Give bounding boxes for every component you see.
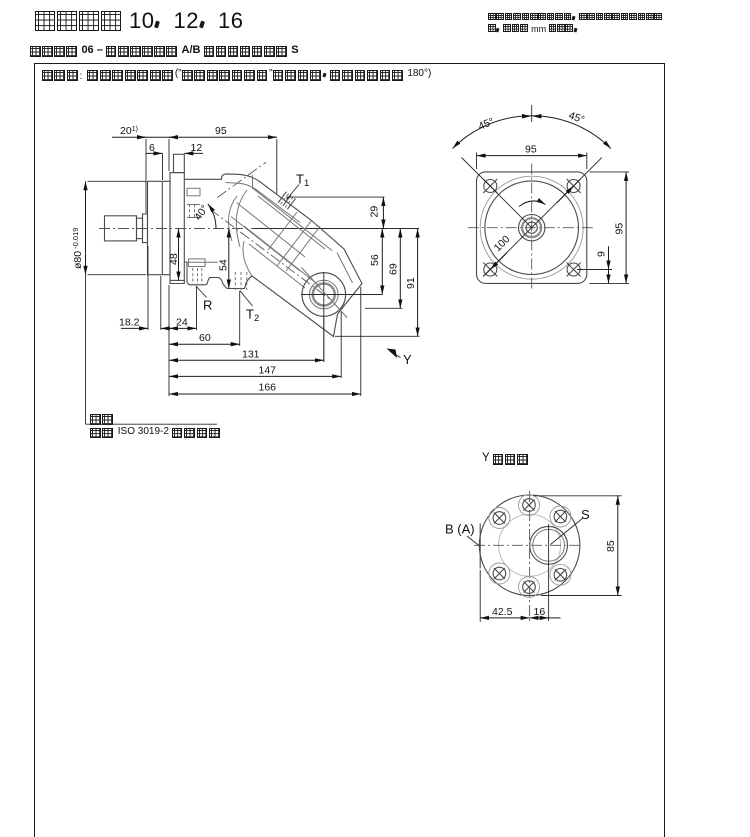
svg-text:9: 9 <box>596 251 608 257</box>
svg-text:69: 69 <box>388 263 400 275</box>
svg-text:201): 201) <box>120 125 138 137</box>
svg-text:100: 100 <box>492 233 513 254</box>
svg-text:166: 166 <box>259 382 277 394</box>
svg-text:6: 6 <box>149 142 155 154</box>
svg-text:40°: 40° <box>192 203 211 223</box>
svg-text:24: 24 <box>176 316 188 328</box>
svg-text:54: 54 <box>218 259 230 271</box>
svg-text:91: 91 <box>405 277 417 289</box>
svg-text:95: 95 <box>215 125 227 137</box>
svg-text:29: 29 <box>369 206 381 218</box>
svg-text:R: R <box>203 298 212 313</box>
svg-text:45°: 45° <box>477 116 496 133</box>
svg-text:45°: 45° <box>567 110 586 127</box>
svg-text:B (A): B (A) <box>445 522 475 537</box>
svg-text:95: 95 <box>525 144 537 156</box>
svg-text:131: 131 <box>242 348 260 360</box>
svg-text:S: S <box>581 507 590 522</box>
svg-text:85: 85 <box>605 540 617 552</box>
svg-text:48: 48 <box>168 253 180 265</box>
svg-text:60: 60 <box>199 332 211 344</box>
svg-text:ø80 -0.019: ø80 -0.019 <box>71 228 84 269</box>
svg-text:16: 16 <box>534 606 546 618</box>
svg-text:42.5: 42.5 <box>492 606 513 618</box>
svg-text:95: 95 <box>614 223 626 235</box>
svg-text:18.2: 18.2 <box>119 316 140 328</box>
svg-text:T2: T2 <box>246 307 259 325</box>
svg-text:147: 147 <box>259 364 277 376</box>
svg-text:12: 12 <box>191 142 203 154</box>
svg-text:56: 56 <box>369 254 381 266</box>
svg-text:Y: Y <box>403 352 412 367</box>
